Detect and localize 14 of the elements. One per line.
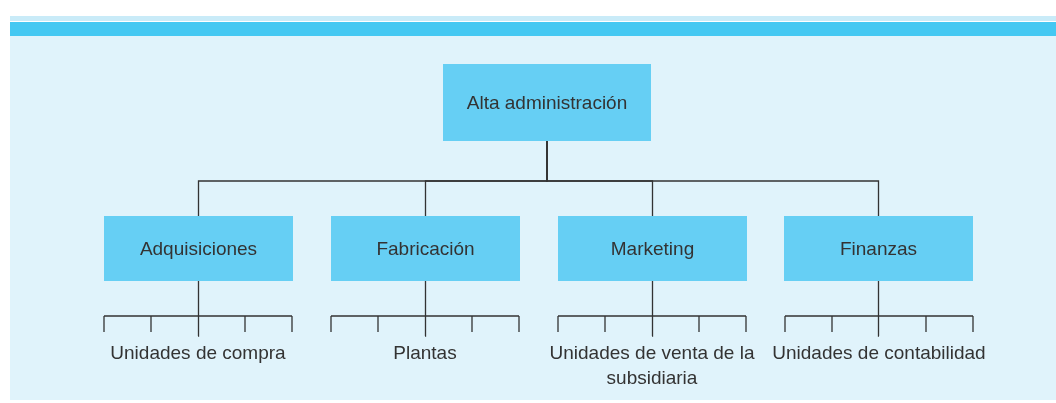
unit-label: Unidades de venta de la subsidiaria [542,340,762,390]
connector-line [651,280,654,337]
unit-label: Unidades de compra [88,340,308,365]
connector-line [546,140,880,217]
connector-line [877,280,880,337]
connector-line [197,280,200,337]
org-unit-box: Marketing [558,216,747,281]
unit-label: Plantas [315,340,535,365]
org-unit-box: Finanzas [784,216,973,281]
org-unit-box: Adquisiciones [104,216,293,281]
unit-label: Unidades de contabilidad [769,340,989,365]
connector-line [424,280,427,337]
org-unit-box: Fabricación [331,216,520,281]
org-unit-box: Alta administración [443,64,651,141]
